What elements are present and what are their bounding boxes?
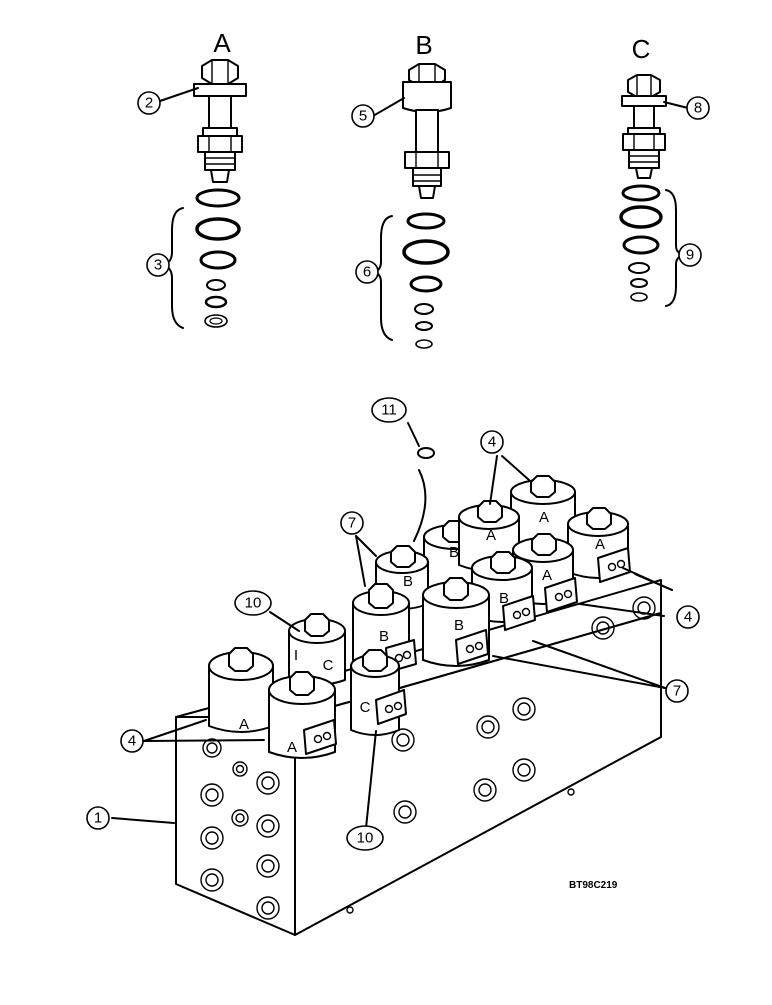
svg-text:4: 4 bbox=[488, 434, 496, 451]
coil-label: A bbox=[486, 527, 496, 544]
cartridge-b bbox=[402, 63, 452, 199]
coil-label: B bbox=[499, 590, 509, 607]
callout-6: 6 bbox=[355, 260, 379, 284]
callouts: 2 3 5 6 8 9 11 4 7 10 4 7 4 1 10 bbox=[86, 91, 710, 851]
svg-text:6: 6 bbox=[363, 264, 371, 281]
svg-text:11: 11 bbox=[381, 402, 397, 419]
callout-5: 5 bbox=[351, 104, 375, 128]
coil-label: A bbox=[287, 739, 297, 756]
svg-text:5: 5 bbox=[359, 108, 367, 125]
callout-7-right: 7 bbox=[665, 679, 689, 703]
coil-label: C bbox=[360, 699, 371, 716]
coil-valve bbox=[510, 475, 576, 547]
callout-1: 1 bbox=[86, 806, 110, 830]
column-label-b: B bbox=[415, 30, 432, 60]
leader-lines-top bbox=[159, 87, 689, 117]
svg-text:4: 4 bbox=[684, 609, 692, 626]
coil-valve bbox=[208, 647, 274, 733]
callout-4-left: 4 bbox=[120, 729, 144, 753]
leader-lines-bottom bbox=[111, 422, 673, 829]
seal-kit-a bbox=[195, 188, 241, 328]
callout-4-right: 4 bbox=[676, 605, 700, 629]
coil-label: A bbox=[539, 509, 549, 526]
svg-text:4: 4 bbox=[128, 733, 136, 750]
plug-item-11 bbox=[413, 447, 435, 542]
svg-text:2: 2 bbox=[145, 95, 153, 112]
column-label-a: A bbox=[213, 28, 231, 58]
svg-text:10: 10 bbox=[245, 595, 262, 612]
coil-valve bbox=[422, 577, 490, 667]
svg-text:3: 3 bbox=[154, 257, 162, 274]
callout-10-top: 10 bbox=[234, 590, 272, 616]
callout-8: 8 bbox=[686, 96, 710, 120]
cartridge-c bbox=[621, 74, 667, 179]
seal-kit-b bbox=[402, 212, 450, 349]
callout-7-top: 7 bbox=[340, 511, 364, 535]
svg-text:7: 7 bbox=[348, 515, 356, 532]
coil-label: B bbox=[403, 573, 413, 590]
callout-2: 2 bbox=[137, 91, 161, 115]
svg-text:1: 1 bbox=[94, 810, 102, 827]
coil-labels: A A C B C B B B A B A A A bbox=[239, 509, 605, 756]
side-face-ports bbox=[346, 596, 656, 914]
coil-valve bbox=[352, 583, 417, 673]
coil-label: B bbox=[449, 544, 459, 561]
figure-code: BT98C219 bbox=[569, 880, 618, 891]
coil-label: A bbox=[239, 716, 249, 733]
coil-label: A bbox=[595, 536, 605, 553]
coil-label: B bbox=[379, 628, 389, 645]
coil-valve bbox=[567, 507, 631, 583]
callout-3: 3 bbox=[146, 253, 170, 277]
coil-valve bbox=[350, 649, 407, 736]
callout-9: 9 bbox=[678, 243, 702, 267]
column-label-c: C bbox=[632, 34, 651, 64]
coil-label: A bbox=[542, 567, 552, 584]
cartridge-a bbox=[193, 59, 247, 183]
svg-text:10: 10 bbox=[357, 830, 374, 847]
svg-text:9: 9 bbox=[686, 247, 694, 264]
seal-kit-c bbox=[619, 184, 663, 302]
front-face-ports bbox=[200, 738, 280, 920]
callout-4-top: 4 bbox=[480, 430, 504, 454]
callout-11: 11 bbox=[371, 397, 407, 423]
svg-text:8: 8 bbox=[694, 100, 702, 117]
callout-10-bottom: 10 bbox=[346, 825, 384, 851]
coil-label: C bbox=[323, 657, 334, 674]
coil-label: B bbox=[454, 617, 464, 634]
svg-text:7: 7 bbox=[673, 683, 681, 700]
coil-valve bbox=[268, 671, 337, 759]
